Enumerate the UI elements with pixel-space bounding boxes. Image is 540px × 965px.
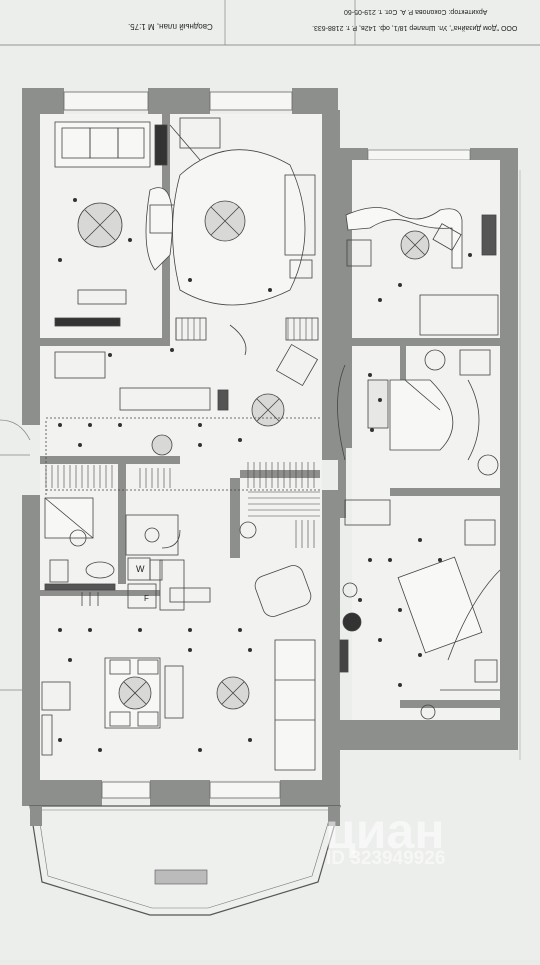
left-block-walls bbox=[22, 88, 340, 806]
wc-label: W bbox=[136, 564, 145, 574]
top-left-room-furniture bbox=[54, 121, 203, 327]
light-fixtures bbox=[58, 198, 472, 752]
f-label: F bbox=[144, 594, 149, 603]
watermark-id: ID 323949926 bbox=[326, 848, 446, 869]
company-info: ООО "Дом Дизайна", Ул. Шпалер 18/1, оф. … bbox=[312, 24, 518, 31]
architect-info: Архитектор: Соколова Р. А. Сот. т. 219-0… bbox=[344, 8, 488, 15]
windows bbox=[63, 91, 293, 799]
hall bbox=[45, 343, 320, 495]
plan-title: Сводный план, М 1:75. bbox=[128, 22, 213, 31]
top-mid-room bbox=[169, 117, 319, 356]
left-bathrooms bbox=[44, 497, 185, 611]
right-bedroom-top bbox=[345, 207, 499, 336]
stair-hatching bbox=[45, 318, 320, 548]
right-bath bbox=[337, 349, 499, 476]
right-bedroom-bottom bbox=[339, 499, 501, 720]
lower-living bbox=[41, 521, 316, 771]
watermark-brand: циан bbox=[325, 803, 445, 859]
